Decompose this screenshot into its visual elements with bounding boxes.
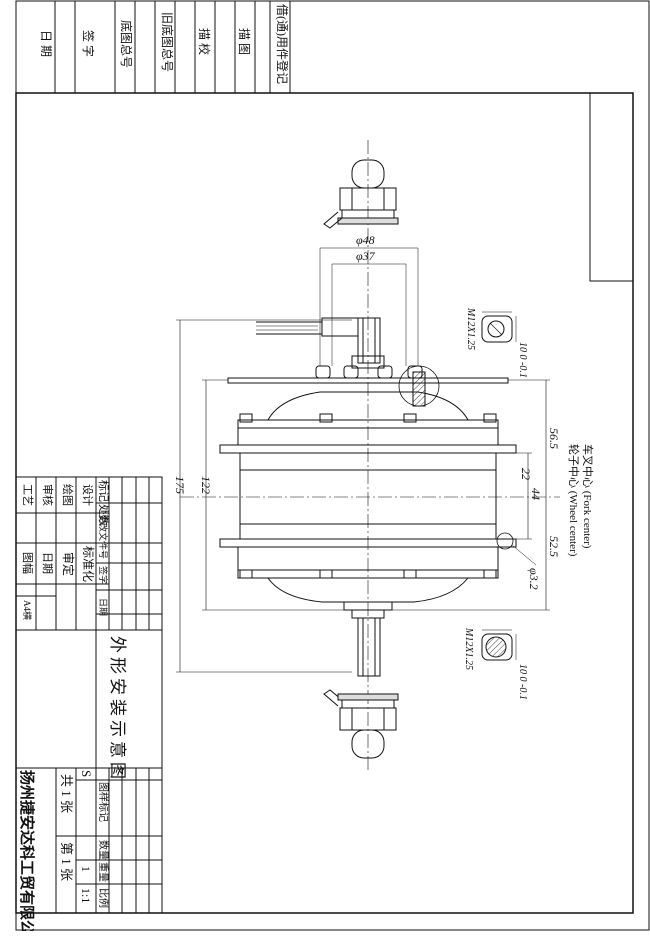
title-block (15, 476, 163, 914)
tb-weight: 数量 (97, 840, 110, 860)
tb-stage: 图样标记 (97, 782, 110, 822)
margin-label: 签 字 (81, 30, 96, 57)
dim-37: φ37 (356, 249, 376, 263)
tb-standard: 标准化 (81, 546, 95, 582)
tolerance-bottom: 10 0 -0.1 (517, 664, 528, 700)
tb-one: 1 (79, 866, 93, 872)
margin-label: 借(通)用件登记 (275, 4, 290, 84)
tb-date: 日期 (98, 598, 108, 616)
center-notes: 车叉中心 (Fork center) 轮子中心 (Wheel center) (567, 444, 595, 557)
wheel-center-note: 轮子中心 (Wheel center) (567, 444, 581, 557)
company-name: 扬州捷安达科工贸有限公司 (18, 770, 36, 931)
tb-check: 审核 (41, 484, 55, 506)
motor-drawing (176, 140, 560, 770)
tb-count: 处数 (97, 504, 110, 526)
margin-labels: 借(通)用件登记 描 图 描 校 旧底图总号 底图总号 签 字 日 期 (39, 4, 290, 84)
frame (15, 0, 650, 931)
dim-122: 122 (199, 476, 213, 494)
tb-page: 第 1 张 (59, 842, 74, 881)
tb-sign: 签字 (98, 566, 109, 584)
thread-top: M12X1.25 (465, 307, 476, 350)
margin-label: 底图总号 (119, 20, 134, 68)
tb-scale-value: 1:1 (79, 888, 93, 903)
dim-3-2: φ3.2 (527, 568, 541, 590)
tb-approve: 审定 (61, 552, 76, 576)
tb-s: S (79, 770, 94, 777)
drawing-title: 外形安装示意图 (108, 636, 127, 783)
tb-process: 工艺 (21, 484, 34, 506)
margin-label: 描 图 (237, 28, 251, 55)
dimension-labels: φ48 φ37 175 122 56.5 22 44 52.5 φ3.2 M12… (173, 233, 561, 700)
tb-sheetsize: 图幅 (21, 552, 34, 574)
dim-22: 22 (519, 468, 533, 480)
dim-48: φ48 (356, 233, 375, 247)
tb-scale: 比例 (97, 888, 110, 908)
tb-qty: 重量 (97, 862, 110, 882)
fork-center-note: 车叉中心 (Fork center) (581, 444, 595, 549)
tolerance-top: 10 0 -0.1 (517, 342, 528, 378)
thread-bottom: M12X1.25 (463, 627, 474, 670)
dim-44: 44 (529, 488, 543, 500)
tb-doc: 更改文件号 (98, 514, 109, 559)
tb-design: 设计 (81, 484, 94, 506)
tb-mark: 标记 (97, 480, 111, 502)
margin-label: 描 校 (197, 28, 212, 55)
tb-a4: A4横 (22, 600, 33, 620)
margin-label: 日 期 (39, 30, 53, 57)
tb-total: 共 1 张 (59, 774, 74, 813)
tb-date2: 日期 (41, 552, 54, 574)
tb-draw: 绘图 (61, 484, 75, 506)
title-block-text: 标记 处数 更改文件号 签字 日期 设计 绘图 审核 工艺 标准化 审定 日期 … (18, 480, 127, 936)
margin-label: 旧底图总号 (160, 12, 175, 72)
dim-175: 175 (173, 476, 187, 494)
dim-56-5: 56.5 (547, 428, 561, 449)
dim-52-5: 52.5 (547, 536, 561, 557)
